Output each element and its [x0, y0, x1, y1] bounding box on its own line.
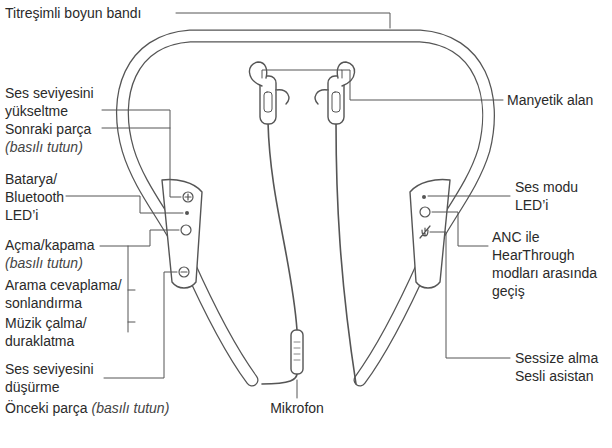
part-label: Müzik çalma/ duraklatma — [5, 314, 105, 350]
volume-down-button — [179, 267, 189, 277]
mute-button — [420, 226, 430, 238]
microphone — [291, 330, 303, 374]
right-cable — [336, 122, 356, 384]
part-label: Açma/kapama — [5, 236, 94, 254]
volume-up-button — [183, 192, 193, 202]
part-label: Sonraki parça — [5, 120, 91, 138]
right-earbud — [315, 62, 354, 124]
anc-button — [420, 207, 430, 217]
neckband — [122, 36, 488, 380]
part-label: (basılı tutun) — [5, 254, 83, 272]
part-label: Batarya/ Bluetooth LED’i — [5, 170, 75, 224]
part-label: ANC ile HearThrough modları arasında geç… — [492, 228, 608, 300]
part-label: Sesli asistan — [515, 367, 594, 385]
part-label: Mikrofon — [270, 399, 324, 417]
part-label: Manyetik alan — [507, 91, 593, 109]
part-label: Ses modu LED’i — [515, 178, 595, 214]
part-label: Ses seviyesini yükseltme — [5, 84, 105, 120]
left-earbud — [249, 62, 288, 124]
multi-function-button — [181, 225, 191, 235]
part-label: Arama cevaplama/ sonlandırma — [5, 276, 127, 312]
part-label: Ses seviyesini düşürme — [5, 360, 105, 396]
part-label: Sessize alma — [515, 349, 598, 367]
part-label: (basılı tutun) — [91, 399, 169, 417]
part-label: Önceki parça — [5, 399, 87, 417]
sound-mode-led — [422, 195, 426, 199]
part-label: Titreşimli boyun bandı — [5, 4, 141, 22]
part-label: (basılı tutun) — [5, 138, 83, 156]
battery-led — [185, 211, 189, 215]
leader-lines — [66, 13, 510, 398]
